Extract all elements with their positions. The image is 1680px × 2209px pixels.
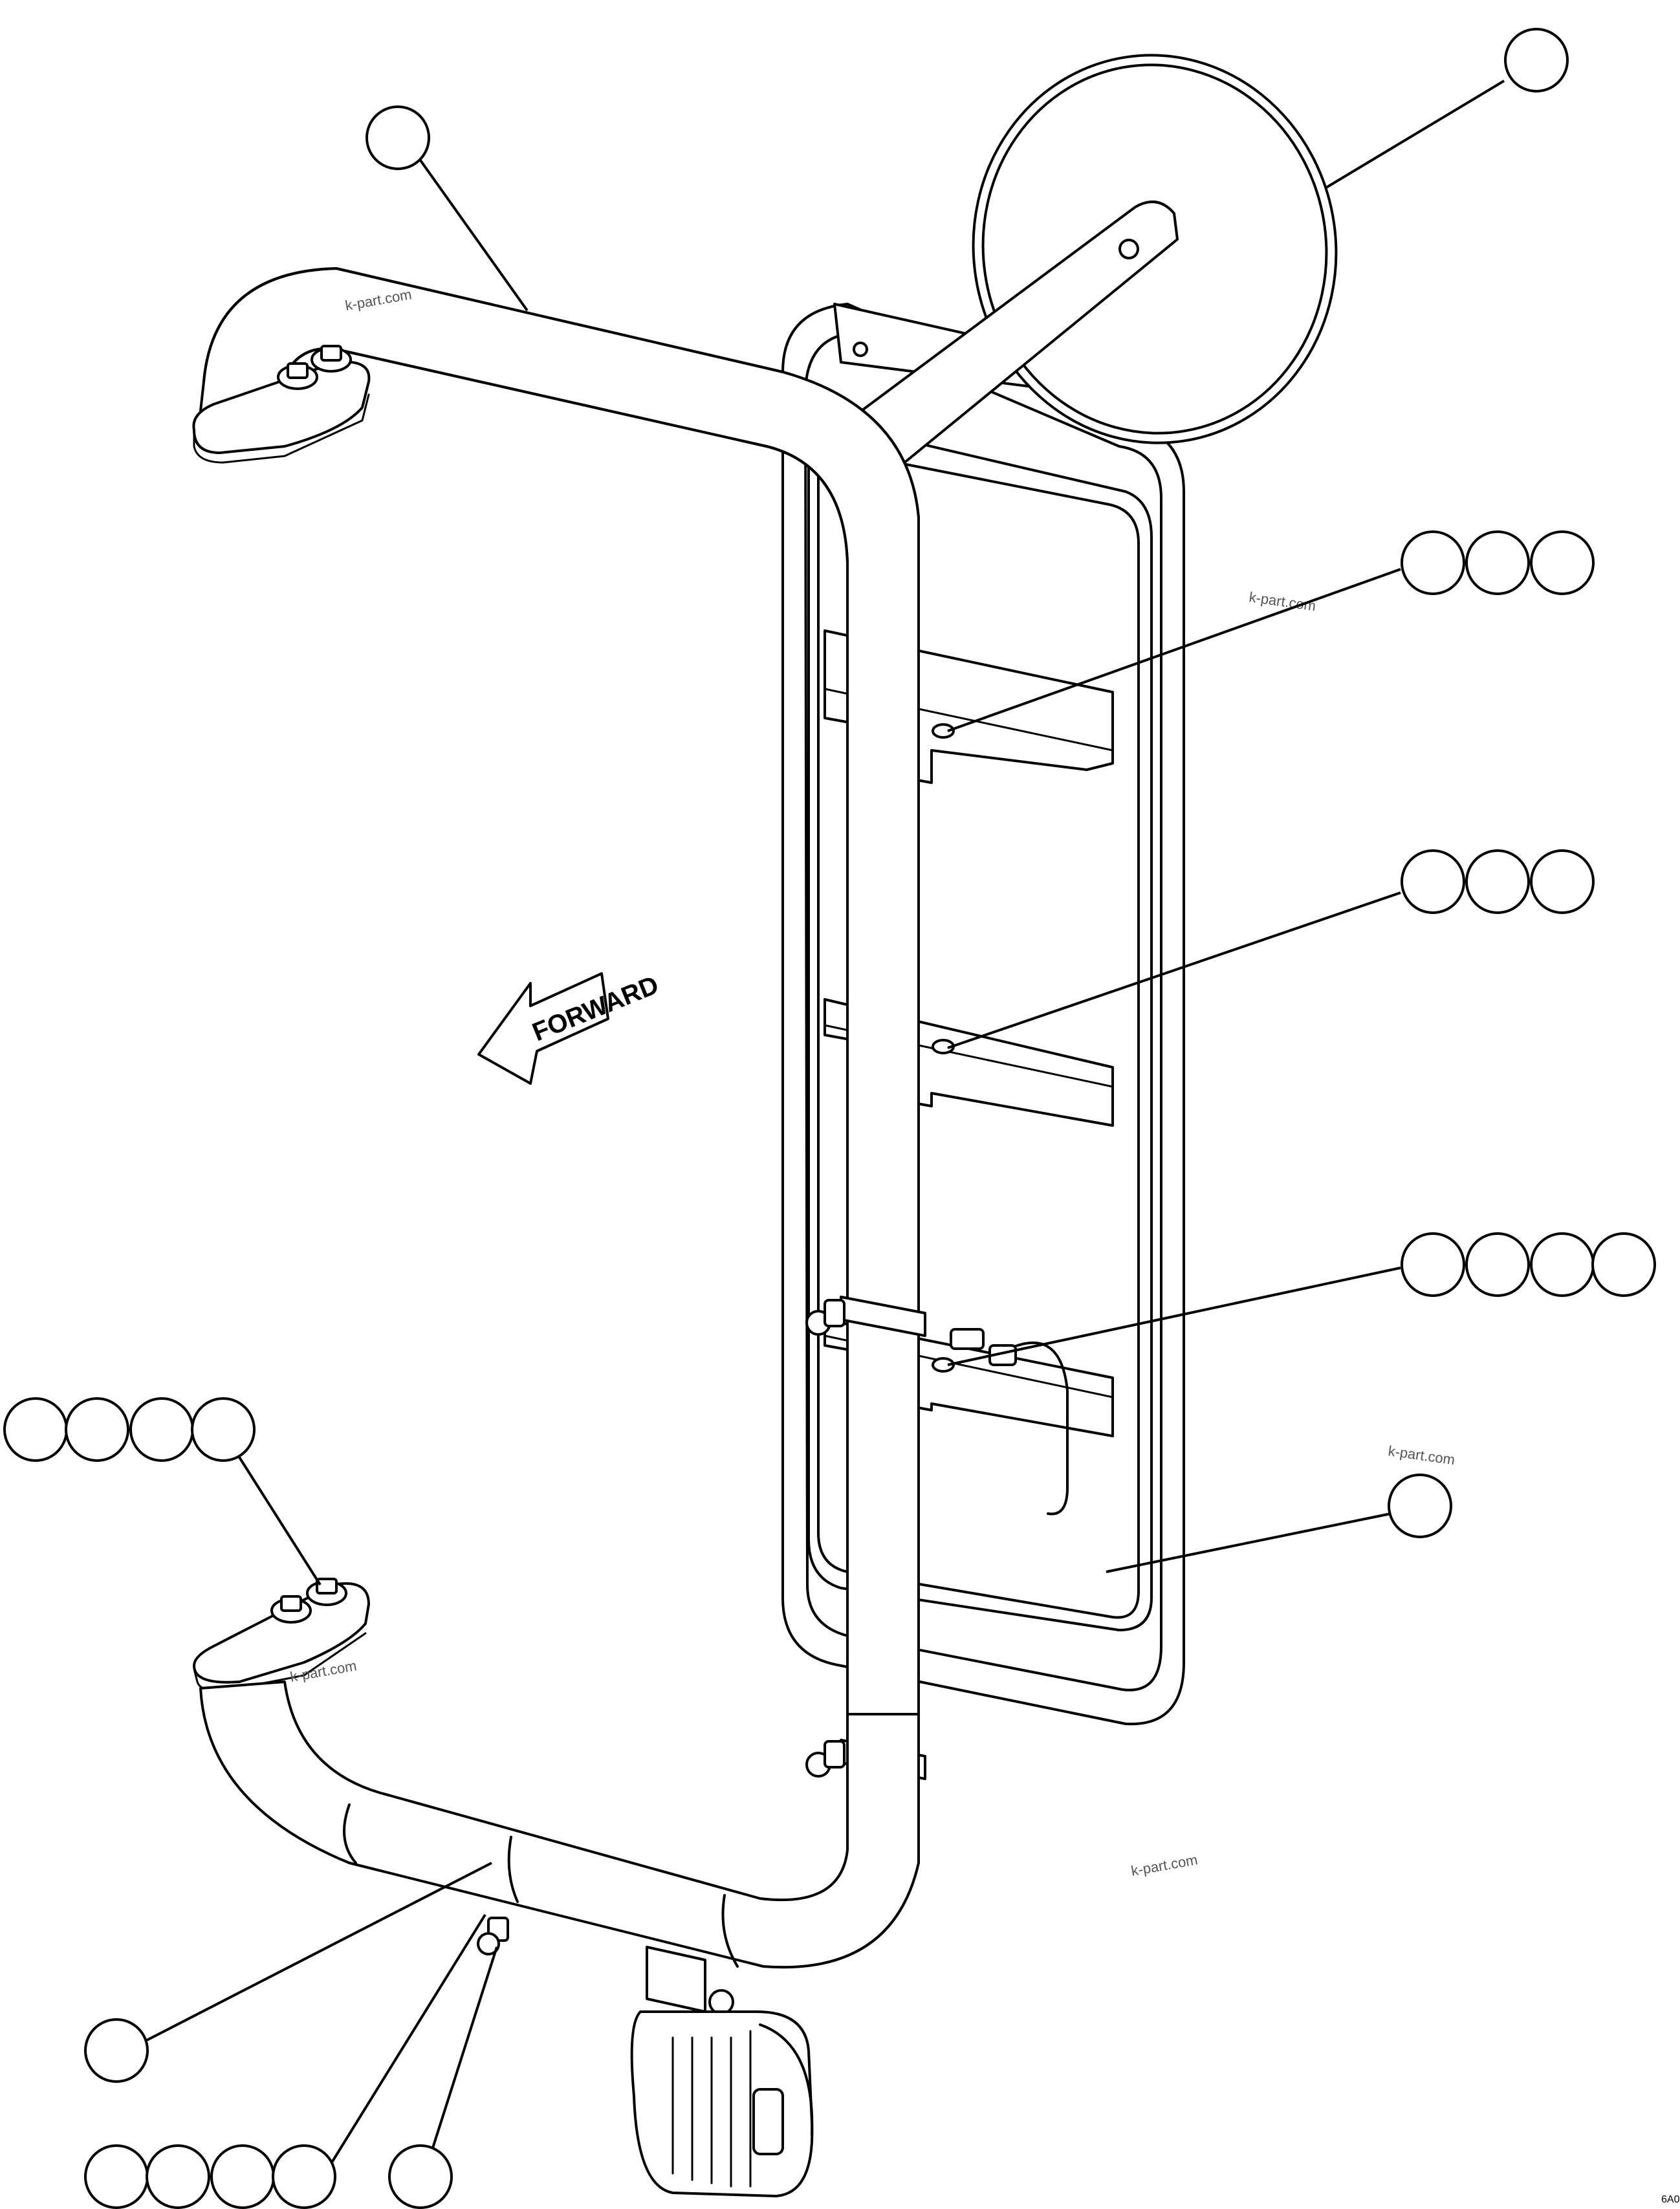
callout-panel — [1388, 1474, 1452, 1538]
callout-lower-rail — [84, 2018, 149, 2083]
callout-mirror — [1504, 28, 1569, 92]
callout-clamp-hardware — [84, 2144, 336, 2209]
handrail — [192, 267, 920, 1715]
callout-handrail — [365, 105, 430, 170]
callout-middle-bracket-hardware — [1401, 849, 1595, 914]
lower-rail — [193, 1578, 920, 2197]
callout-upper-bracket-hardware — [1401, 530, 1595, 595]
mirror-assembly — [833, 54, 1338, 473]
forward-direction-arrow: FORWARD — [477, 970, 662, 1085]
callout-lower-bracket-hardware — [1401, 1232, 1656, 1297]
callout-rail-mount-hardware — [3, 1397, 256, 1462]
corner-mark: 6A0 — [1661, 2194, 1680, 2205]
watermark-text: k-part.com — [1387, 1442, 1456, 1468]
leader-lines — [145, 80, 1505, 2188]
upper-clamp — [805, 1296, 926, 1337]
callout-clamp-bolt — [388, 2144, 453, 2209]
watermark-text: k-part.com — [1130, 1851, 1199, 1879]
